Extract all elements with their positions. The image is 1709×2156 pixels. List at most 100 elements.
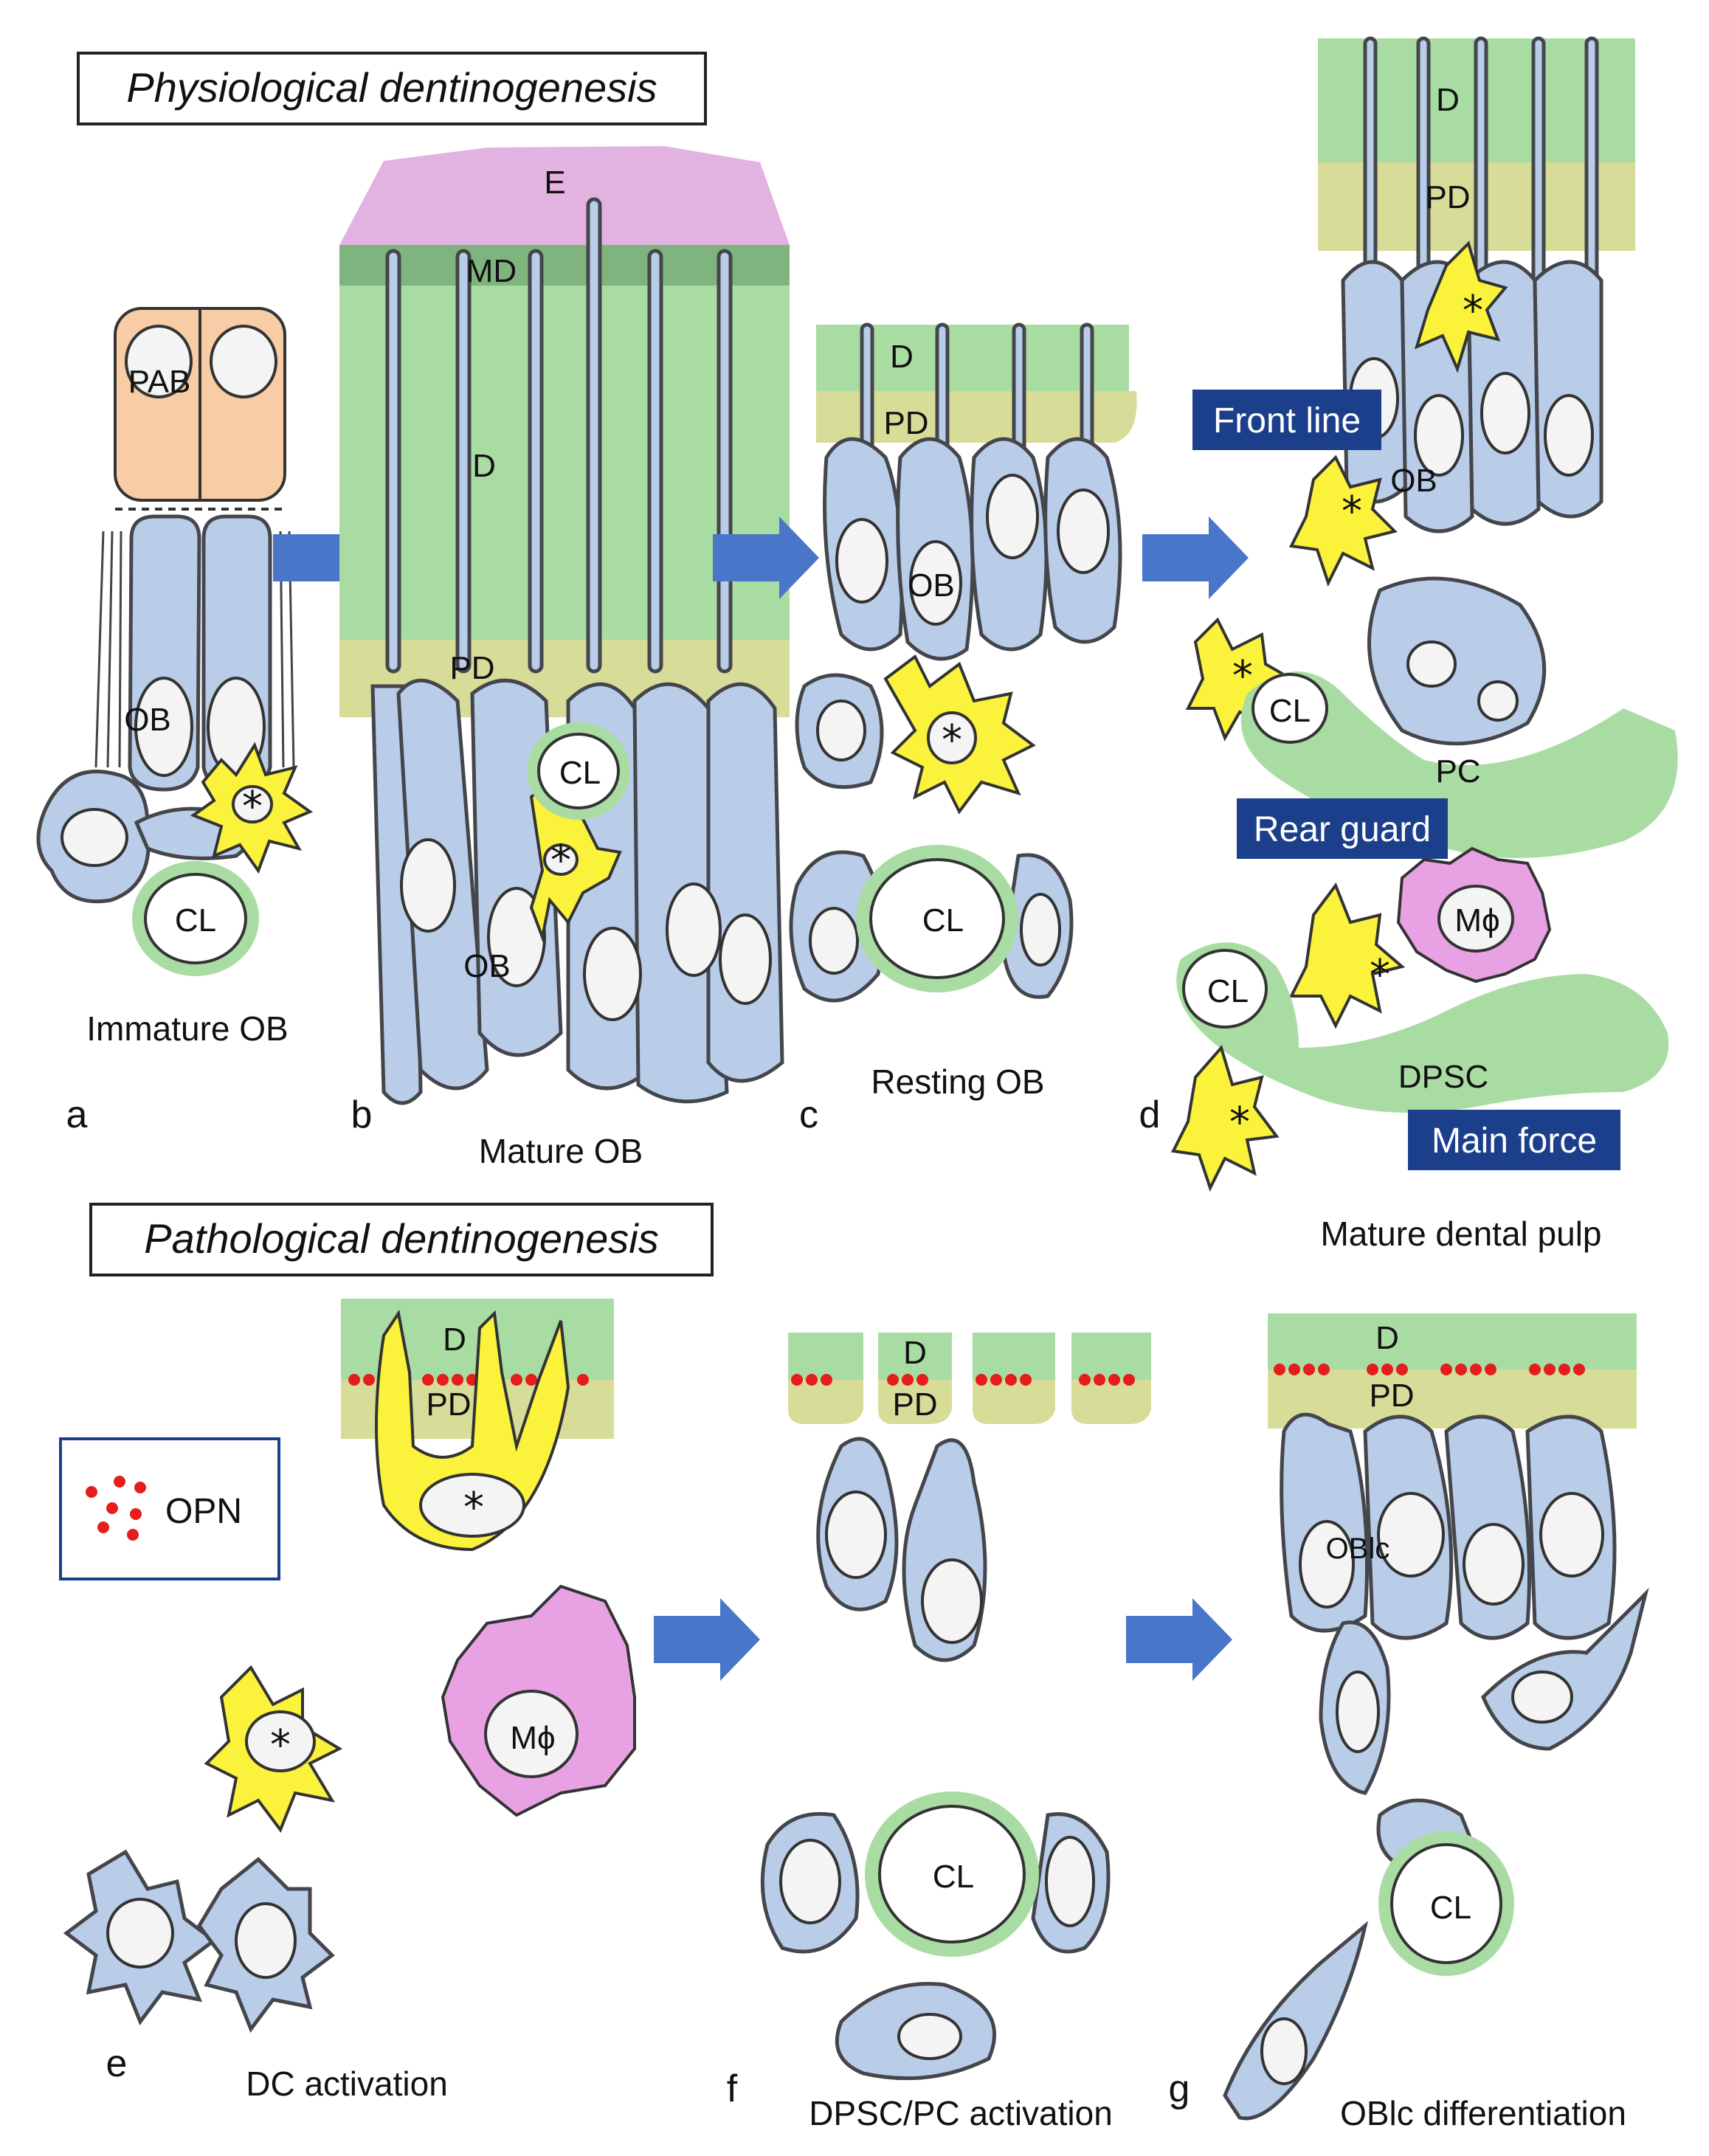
svg-text:DPSC: DPSC (1398, 1059, 1488, 1095)
opn-line-g (1274, 1364, 1585, 1375)
capillary-lumen (1390, 1843, 1502, 1964)
svg-text:E: E (544, 165, 565, 201)
svg-text:PD: PD (1369, 1378, 1414, 1414)
panel-f: D PD CL DPSC/PC activation f (727, 1333, 1151, 2132)
arrow-f-to-g (1126, 1598, 1232, 1681)
svg-text:Pathological dentinogenesis: Pathological dentinogenesis (144, 1215, 658, 1262)
svg-text:PAB: PAB (128, 364, 191, 400)
svg-text:*: * (942, 716, 962, 764)
svg-text:*: * (1370, 951, 1390, 999)
svg-text:D: D (1375, 1320, 1399, 1356)
opn-legend-box (59, 1437, 280, 1580)
svg-text:Rear guard: Rear guard (1254, 810, 1431, 849)
svg-text:OB: OB (463, 948, 511, 984)
arrow-e-to-f (654, 1598, 760, 1681)
caption-g: OBlc differentiation (1340, 2094, 1626, 2132)
svg-text:PD: PD (1425, 179, 1470, 215)
dentin-block-f (788, 1333, 1151, 1424)
svg-text:CL: CL (559, 755, 601, 791)
letter-e: e (106, 2042, 128, 2085)
panel-b: * E MD D PD CL OB Mature OB b (339, 146, 790, 1170)
panel-c: * D PD OB CL Resting OB c (789, 322, 1137, 1136)
odontoblast (1533, 260, 1603, 519)
dendritic-cell (1170, 1044, 1280, 1192)
predentin-layer (816, 391, 1137, 443)
svg-text:Mϕ: Mϕ (510, 1720, 555, 1756)
svg-text:D: D (903, 1335, 927, 1371)
svg-text:PD: PD (426, 1386, 471, 1423)
svg-text:PD: PD (449, 650, 494, 686)
front-line-tag (1192, 390, 1381, 450)
opn-line-f (791, 1374, 1135, 1386)
caption-d: Mature dental pulp (1320, 1215, 1601, 1253)
caption-e: DC activation (246, 2065, 448, 2103)
svg-text:Main force: Main force (1432, 1122, 1597, 1161)
panel-g: D PD OBlc CL OBlc differentiation g (1169, 1313, 1649, 2132)
capillary-lumen (1251, 673, 1328, 744)
svg-text:*: * (270, 1721, 291, 1769)
capillary-lumen (1182, 949, 1268, 1029)
svg-text:*: * (1229, 1099, 1250, 1147)
svg-text:CL: CL (1269, 693, 1311, 729)
svg-text:CL: CL (175, 902, 216, 939)
panel-a: * PAB OB CL Immature OB a (36, 307, 314, 1136)
capillary-lumen (878, 1805, 1026, 1943)
letter-f: f (727, 2067, 738, 2110)
rear-guard-tag (1237, 798, 1448, 859)
svg-text:Physiological dentinogenesis: Physiological dentinogenesis (126, 64, 657, 111)
letter-b: b (351, 1093, 373, 1136)
svg-text:CL: CL (1207, 973, 1249, 1009)
svg-text:PD: PD (892, 1386, 937, 1423)
activated-dendritic-cell (375, 1309, 570, 1552)
letter-a: a (66, 1093, 88, 1136)
arrow-c-to-d (1142, 516, 1249, 599)
svg-text:CL: CL (922, 902, 964, 939)
svg-text:Front line: Front line (1213, 401, 1361, 440)
panel-d: * * * Rear guard * * Front line Main for… (1139, 36, 1678, 1253)
svg-text:OB: OB (908, 567, 955, 604)
letter-c: c (799, 1093, 818, 1136)
mantle-dentin-layer (339, 245, 790, 286)
svg-text:*: * (1342, 488, 1362, 536)
svg-text:OBlc: OBlc (1326, 1533, 1390, 1565)
svg-text:OB: OB (1390, 463, 1437, 499)
caption-b: Mature OB (479, 1132, 643, 1170)
svg-text:PC: PC (1435, 753, 1480, 790)
dendritic-cell (1288, 882, 1406, 1029)
letter-d: d (1139, 1093, 1161, 1136)
capillary-lumen (144, 873, 247, 964)
capillary-vessel (1176, 942, 1669, 1113)
svg-text:*: * (550, 837, 571, 885)
capillary-lumen (537, 733, 620, 809)
physiological-heading: Physiological dentinogenesis (77, 52, 707, 125)
svg-text:OPN: OPN (165, 1492, 242, 1531)
capillary-lumen (869, 858, 1005, 979)
svg-text:CL: CL (933, 1859, 974, 1895)
main-force-tag (1408, 1110, 1620, 1170)
arrow-b-to-c (713, 516, 819, 599)
svg-text:Mϕ: Mϕ (1454, 902, 1499, 939)
dentin-layer (816, 325, 1129, 391)
svg-text:CL: CL (1430, 1890, 1471, 1926)
svg-text:OB: OB (124, 702, 171, 738)
panel-e: OPN * * D PD Mϕ DC activation (59, 1299, 636, 2103)
caption-a: Immature OB (86, 1009, 289, 1048)
mature-odontoblast (706, 682, 784, 1083)
letter-g: g (1169, 2067, 1190, 2110)
svg-text:*: * (463, 1484, 484, 1532)
opn-dots-legend (86, 1476, 146, 1541)
dendritic-cell (1288, 455, 1398, 587)
caption-f: DPSC/PC activation (809, 2094, 1113, 2132)
svg-text:PD: PD (883, 405, 928, 441)
svg-text:D: D (472, 448, 496, 484)
dendritic-cell (1414, 241, 1508, 373)
svg-text:D: D (443, 1321, 466, 1358)
svg-text:*: * (1463, 287, 1483, 335)
enamel-layer (339, 146, 790, 245)
svg-text:*: * (242, 783, 263, 831)
dentin-block-g (1268, 1313, 1637, 1428)
pulp-fibroblast-network (1367, 576, 1547, 746)
svg-text:D: D (890, 339, 914, 375)
pathological-heading: Pathological dentinogenesis (89, 1203, 714, 1276)
